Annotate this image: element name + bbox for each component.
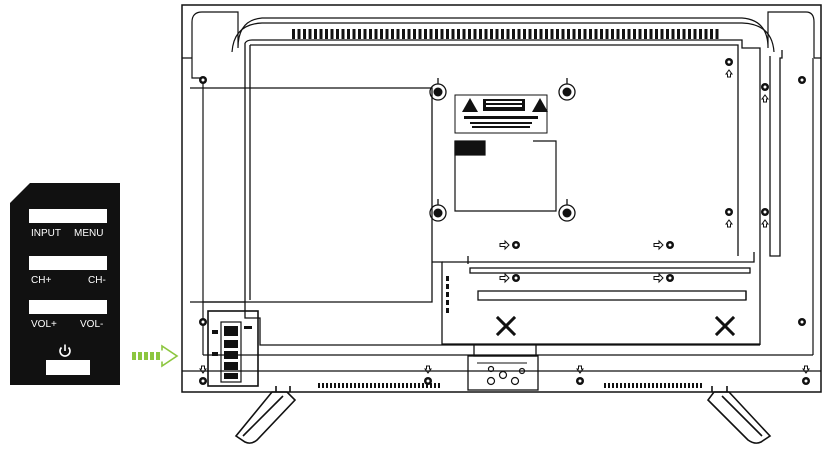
ch-minus-label: CH-: [88, 275, 106, 286]
menu-label: MENU: [74, 228, 104, 239]
volume-button[interactable]: [29, 300, 107, 314]
left-shell-edge: [244, 43, 251, 302]
input-label: INPUT: [31, 228, 61, 239]
vol-plus-label: VOL+: [31, 319, 57, 330]
port-panel-icon: [207, 310, 259, 387]
stand-leg-icon: [234, 386, 772, 444]
wall-mount-hole-icon: [429, 78, 576, 222]
channel-button[interactable]: [29, 256, 107, 270]
top-vent-slots: [292, 29, 719, 39]
right-arrow-icon: [132, 344, 179, 368]
warning-label-icon: [454, 94, 548, 134]
left-panel-outline: [190, 87, 433, 303]
power-button[interactable]: [46, 360, 90, 375]
screw-icon: [199, 58, 810, 385]
rating-label-area: [454, 140, 557, 212]
ch-plus-label: CH+: [31, 275, 52, 286]
tv-outer-frame: [181, 4, 822, 393]
vol-minus-label: VOL-: [80, 319, 104, 330]
vesa-bracket-icon: [495, 315, 736, 337]
input-menu-button[interactable]: [29, 209, 107, 223]
power-icon: [59, 344, 71, 357]
